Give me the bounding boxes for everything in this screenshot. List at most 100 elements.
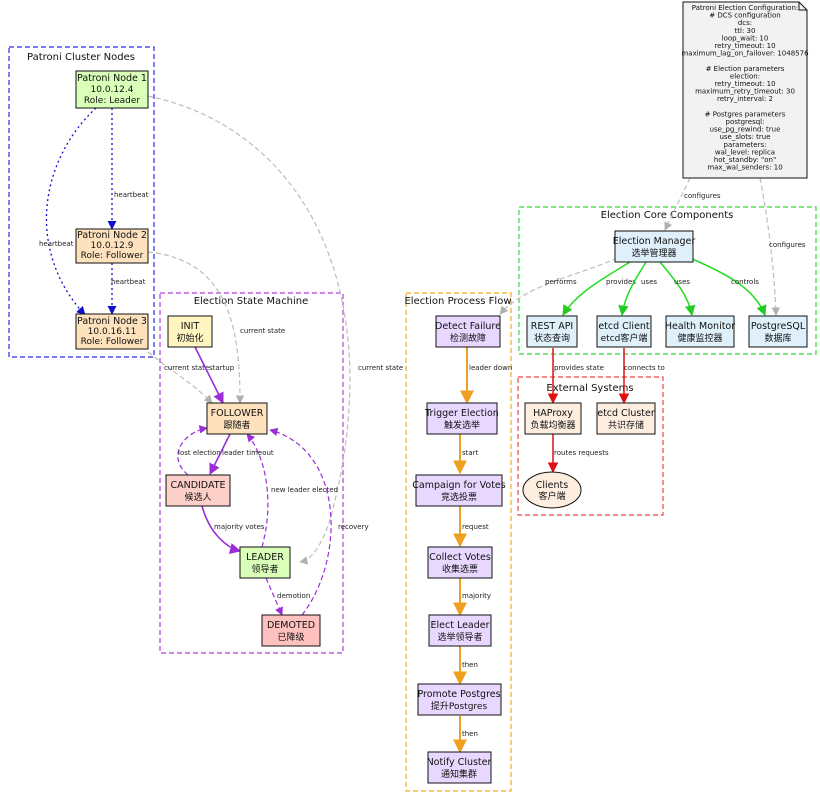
edge-label-configures: configures	[769, 241, 806, 249]
cluster-patroni-nodes-title: Patroni Cluster Nodes	[27, 52, 135, 63]
patroni-node-2-line: 10.0.12.9	[91, 241, 134, 251]
config-line: retry_timeout: 10	[714, 42, 775, 50]
edge-label-majority: majority	[462, 592, 491, 600]
process-campaign-votes: Campaign for Votes 竞选投票	[412, 474, 506, 507]
process-notify-cluster-label: Notify Cluster	[427, 757, 492, 768]
edge-lost-election: lost election	[177, 425, 221, 476]
config-line: # Postgres parameters	[705, 110, 786, 118]
external-clients-sub: 客户端	[538, 490, 565, 502]
edge-routes-requests: routes requests	[547, 434, 609, 474]
patroni-node-2: Patroni Node 2 10.0.12.9 Role: Follower	[75, 228, 149, 264]
edge-label-current-state: current state	[358, 364, 403, 372]
state-follower-sub: 跟随者	[223, 419, 250, 431]
config-line: # DCS configuration	[709, 12, 780, 20]
state-leader-label: LEADER	[246, 552, 284, 563]
core-rest-api-label: REST API	[531, 321, 574, 332]
edge-heartbeat-n2-n3: heartbeat	[107, 263, 146, 315]
config-line: hot_standby: "on"	[714, 156, 776, 164]
patroni-node-2-line: Patroni Node 2	[77, 230, 147, 241]
process-notify-cluster-sub: 通知集群	[441, 768, 477, 780]
edge-configures-postgres: configures	[759, 177, 806, 316]
edge-majority-votes: majority votes	[201, 505, 265, 554]
patroni-node-1-line: Patroni Node 1	[77, 73, 147, 84]
config-line: parameters:	[724, 141, 767, 149]
process-trigger-election-sub: 触发选举	[444, 419, 480, 431]
config-line: use_slots: true	[719, 133, 770, 141]
config-text-lines: Patroni Election Configuration:# DCS con…	[681, 4, 809, 172]
config-line: election:	[730, 72, 760, 80]
process-promote-postgres-sub: 提升Postgres	[431, 701, 488, 712]
config-line: retry_interval: 2	[717, 95, 773, 103]
config-line: wal_level: replica	[715, 148, 775, 156]
core-rest-api: REST API 状态查询	[526, 315, 578, 348]
state-init-label: INIT	[181, 321, 200, 332]
edge-then-promote: then	[453, 646, 478, 686]
patroni-node-3-line: Role: Follower	[81, 337, 144, 347]
core-health-monitor: Health Monitor 健康监控器	[665, 315, 735, 348]
state-follower-label: FOLLOWER	[211, 408, 264, 419]
process-notify-cluster: Notify Cluster 通知集群	[427, 751, 492, 784]
cluster-external-systems: External Systems	[517, 376, 664, 516]
process-promote-postgres-label: Promote Postgres	[417, 689, 500, 700]
edge-request: request	[453, 506, 489, 548]
state-demoted: DEMOTED 已降级	[261, 614, 321, 647]
edge-label-lost-election: lost election	[178, 449, 221, 457]
edge-label-majority-votes: majority votes	[214, 523, 265, 531]
state-demoted-label: DEMOTED	[267, 620, 315, 631]
edge-start: start	[453, 434, 479, 475]
edge-heartbeat-n1-n3: heartbeat	[39, 107, 97, 316]
process-elect-leader: Elect Leader 选举领导者	[428, 614, 492, 647]
core-postgresql-sub: 数据库	[764, 332, 791, 344]
edge-label-heartbeat: heartbeat	[111, 278, 146, 286]
config-line: ttl: 30	[735, 27, 756, 35]
edge-label-heartbeat: heartbeat	[39, 240, 74, 248]
edge-label-leader-timeout: leader timeout	[222, 449, 274, 457]
edge-label-then: then	[462, 661, 478, 669]
config-line: # Election parameters	[706, 65, 785, 73]
edge-current-state-n2: current state	[147, 251, 285, 404]
state-leader-sub: 领导者	[251, 563, 278, 575]
process-collect-votes-label: Collect Votes	[429, 552, 491, 563]
external-haproxy-sub: 负载均衡器	[530, 419, 575, 431]
edge-label-current-state: current state	[164, 364, 209, 372]
core-etcd-client-sub: etcd客户端	[601, 332, 648, 344]
process-campaign-votes-label: Campaign for Votes	[412, 480, 505, 491]
edge-label-demotion: demotion	[277, 592, 310, 600]
cluster-core-components-title: Election Core Components	[601, 210, 734, 221]
process-collect-votes: Collect Votes 收集选票	[427, 546, 493, 579]
external-haproxy: HAProxy 负载均衡器	[524, 402, 582, 435]
cluster-state-machine: Election State Machine	[159, 292, 344, 654]
process-trigger-election-label: Trigger Election	[424, 408, 499, 419]
process-detect-failure-label: Detect Failure	[435, 321, 501, 332]
edge-label-request: request	[462, 523, 489, 531]
edge-connects-to: connects to	[618, 348, 665, 405]
core-election-manager: Election Manager 选举管理器	[613, 230, 696, 263]
config-line: retry_timeout: 10	[714, 80, 775, 88]
config-line: use_pg_rewind: true	[710, 126, 781, 134]
process-trigger-election: Trigger Election 触发选举	[424, 402, 499, 435]
cluster-state-machine-title: Election State Machine	[194, 296, 309, 307]
config-line: max_wal_senders: 10	[707, 164, 782, 172]
edge-leader-down: leader down	[460, 347, 512, 405]
edge-label-startup: startup	[209, 364, 235, 372]
edge-leader-timeout: leader timeout	[209, 433, 274, 476]
core-health-monitor-label: Health Monitor	[665, 321, 735, 332]
edge-startup: startup	[194, 346, 235, 405]
patroni-node-3-line: 10.0.16.11	[88, 327, 137, 337]
state-leader: LEADER 领导者	[239, 546, 291, 579]
edge-current-state-n1: current state	[147, 95, 403, 565]
edge-label-configures: configures	[684, 192, 721, 200]
core-election-manager-label: Election Manager	[613, 236, 696, 247]
process-campaign-votes-sub: 竞选投票	[441, 491, 477, 503]
cluster-process-flow-title: Election Process Flow	[404, 296, 511, 307]
process-elect-leader-label: Elect Leader	[430, 620, 489, 631]
state-candidate-label: CANDIDATE	[170, 480, 225, 491]
cluster-external-systems-title: External Systems	[546, 383, 633, 394]
core-election-manager-sub: 选举管理器	[631, 247, 676, 259]
external-clients-label: Clients	[536, 480, 569, 491]
patroni-node-3-line: Patroni Node 3	[77, 316, 147, 327]
process-collect-votes-sub: 收集选票	[442, 563, 478, 575]
process-promote-postgres: Promote Postgres 提升Postgres	[417, 683, 502, 716]
edge-label-connects-to: connects to	[624, 364, 665, 372]
